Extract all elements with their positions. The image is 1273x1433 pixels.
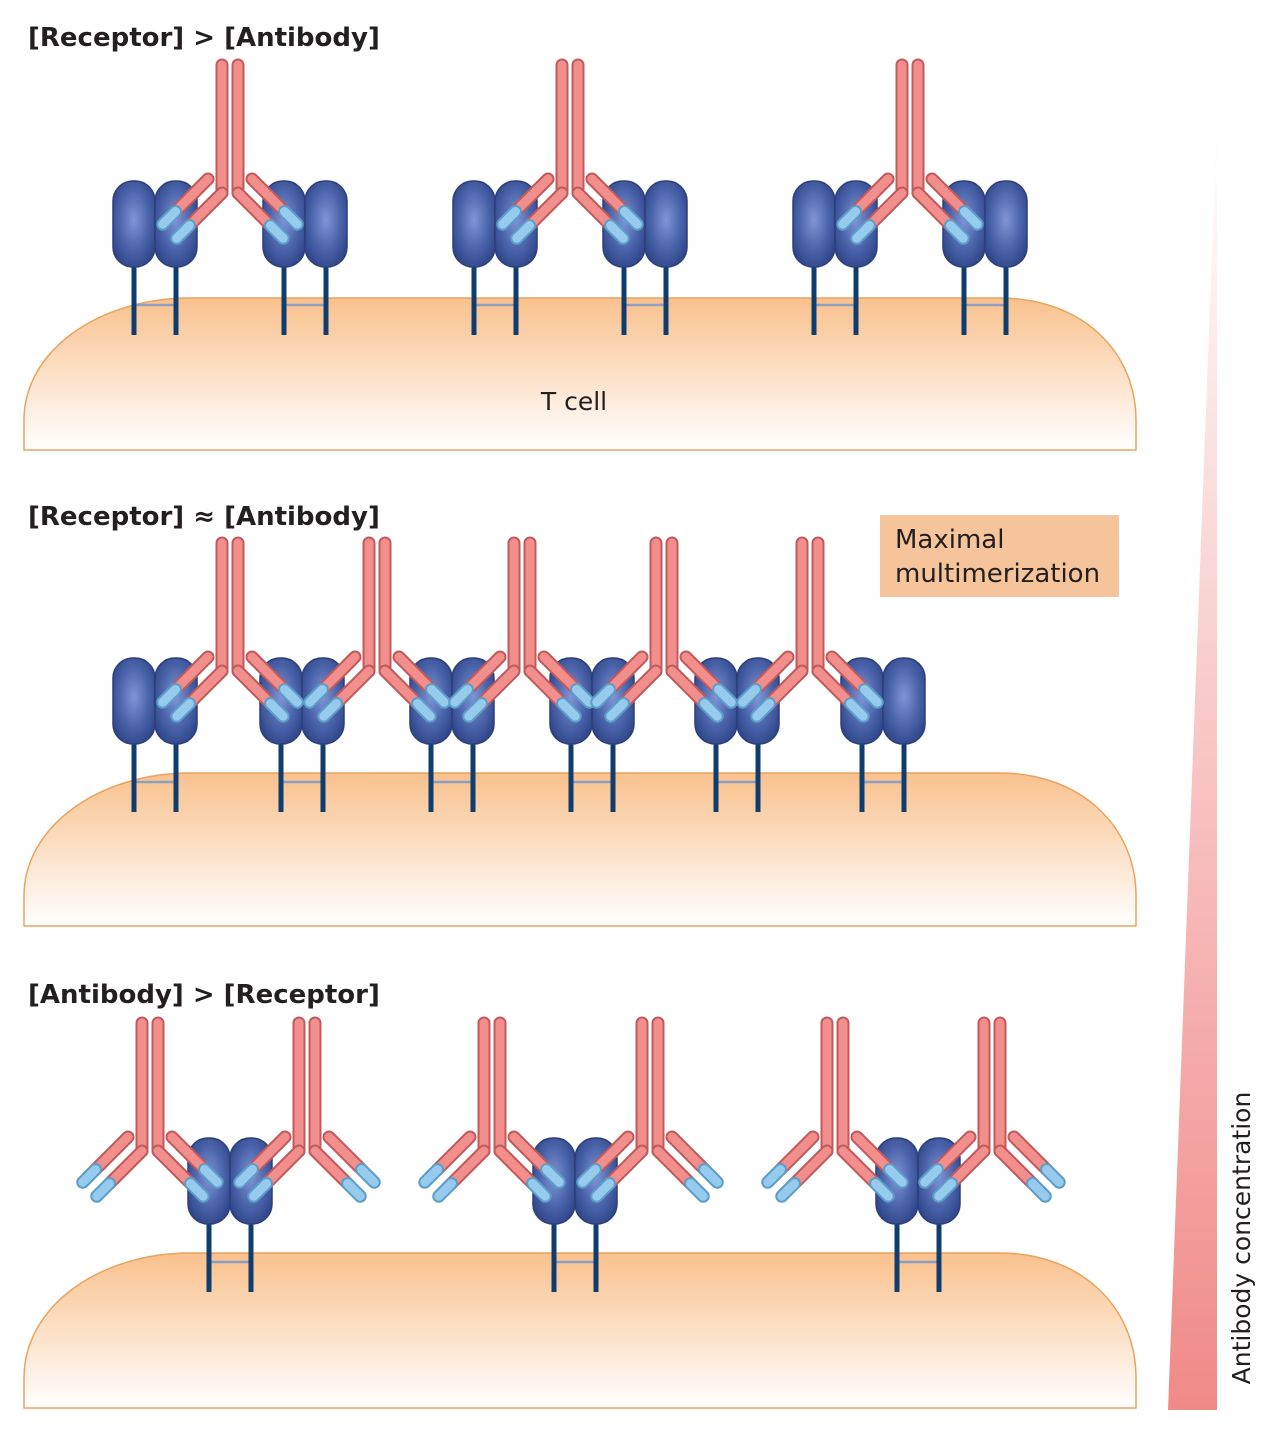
panel-title: [Receptor] ≈ [Antibody] [28,502,380,532]
antibody-heavy-chains [984,1023,1000,1151]
t-cell-membrane [23,772,1137,927]
antibody [597,543,732,716]
antibody [503,65,638,238]
panel-receptor-excess: [Receptor] > [Antibody] T cell [23,23,1137,451]
callout-line-2: multimerization [895,559,1100,589]
antibody-heavy-chains [656,543,672,671]
antibody-heavy-chains [369,543,385,671]
antibody-heavy-chains [484,1023,500,1151]
panel-equal-concentration: [Receptor] ≈ [Antibody] Maximal multimer… [23,502,1137,927]
antibody-gradient-bar [1168,120,1217,1410]
antibody [310,543,445,716]
callout-box [880,515,1119,597]
antibody [163,65,298,238]
antibody-heavy-chains [902,65,918,193]
antibody-heavy-chains [142,1023,158,1151]
antibody [768,1023,903,1196]
panel-antibody-excess: [Antibody] > [Receptor] [23,980,1137,1409]
antibody [163,543,298,716]
antibody [925,1023,1060,1196]
antibody [425,1023,560,1196]
antibody [583,1023,718,1196]
antibody-heavy-chains [642,1023,658,1151]
antibody [240,1023,375,1196]
gradient-bar-label: Antibody concentration [1227,1092,1256,1385]
antibody-heavy-chains [222,543,238,671]
antibody-heavy-chains [222,65,238,193]
antibody [743,543,878,716]
antibody-heavy-chains [802,543,818,671]
panel-title: [Antibody] > [Receptor] [28,980,380,1010]
callout-line-1: Maximal [895,525,1004,555]
antibody [83,1023,218,1196]
antibody-heavy-chains [827,1023,843,1151]
t-cell-membrane [23,1252,1137,1409]
t-cell-membrane [23,297,1137,451]
antibody [455,543,590,716]
antibody-heavy-chains [514,543,530,671]
antibody-heavy-chains [562,65,578,193]
cell-label: T cell [540,387,607,416]
antibody [843,65,978,238]
panel-title: [Receptor] > [Antibody] [28,23,380,53]
antibody-heavy-chains [299,1023,315,1151]
